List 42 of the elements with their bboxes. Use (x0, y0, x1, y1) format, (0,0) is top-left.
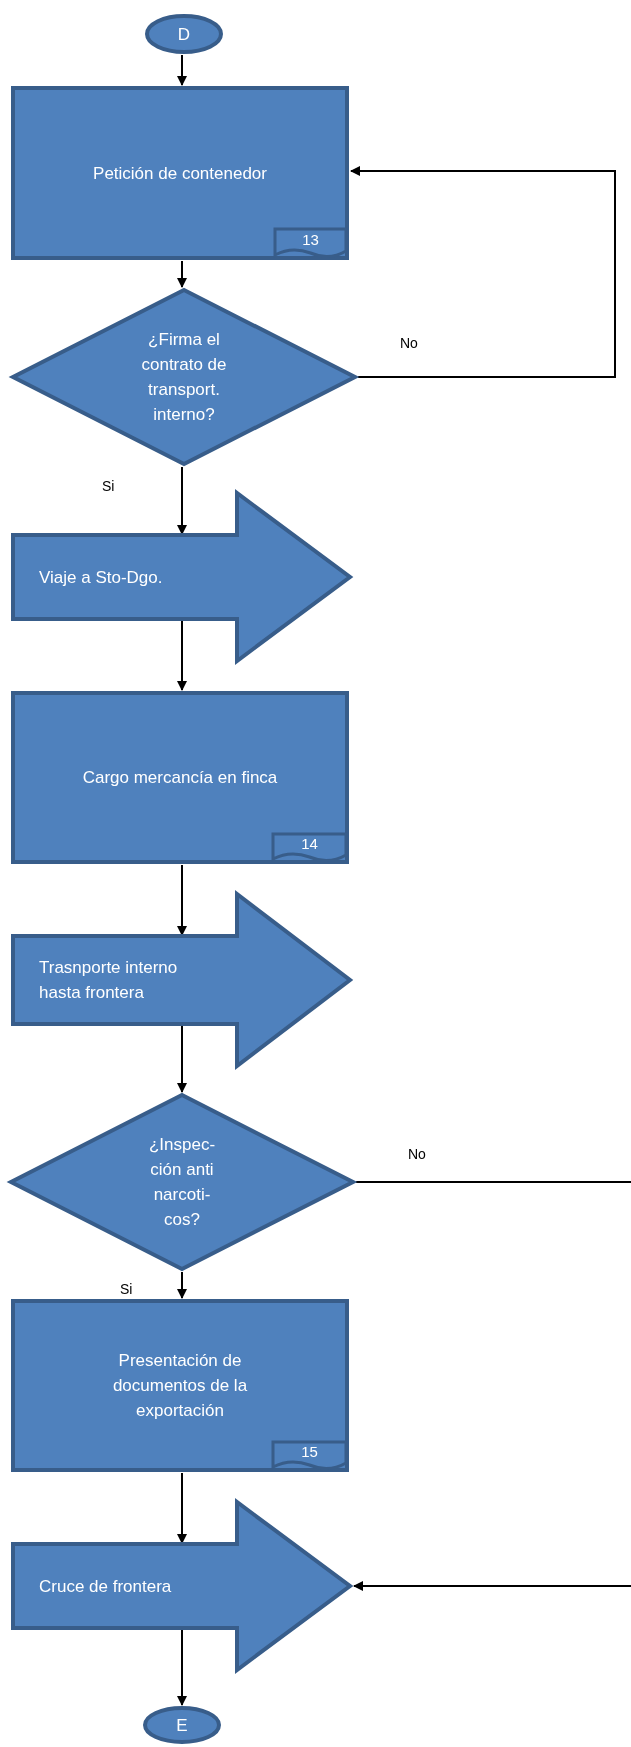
page-reference-tab (273, 227, 348, 259)
edge-label: No (406, 1146, 428, 1162)
arrow (177, 1628, 187, 1706)
shape-label: Presentación de documentos de la exportación (111, 1350, 249, 1422)
arrow (177, 1472, 187, 1544)
arrow (177, 54, 187, 86)
shape-label: Cargo mercancía en finca (82, 767, 278, 789)
arrow (177, 619, 187, 691)
arrow (177, 1024, 187, 1093)
connector-letter: D (177, 23, 191, 46)
arrow (350, 166, 616, 378)
arrow (177, 864, 187, 936)
process-box (11, 691, 349, 864)
decision-diamond (11, 288, 357, 466)
arrow (353, 1581, 631, 1591)
process-box (11, 1299, 349, 1472)
edge-label: No (398, 335, 420, 351)
connector-circle (145, 14, 223, 54)
page-reference-tab (271, 832, 348, 863)
block-arrow-shape (11, 1500, 352, 1672)
shape-label: ¿Inspec- ción anti narcoti- cos? (147, 1134, 217, 1231)
page-number: 13 (302, 229, 319, 250)
arrow (177, 260, 187, 288)
page-number: 14 (301, 834, 318, 854)
block-arrow-shape (11, 491, 352, 663)
arrow (177, 1271, 187, 1299)
shape-label: Petición de contenedor (93, 162, 267, 185)
connector-letter: E (176, 1714, 188, 1737)
shape-label: Viaje a Sto-Dgo. (39, 566, 163, 589)
page-reference-tab (271, 1440, 348, 1471)
shape-label: Trasnporte interno hasta frontera (39, 957, 179, 1004)
edge-label: Si (118, 1281, 135, 1297)
connector-circle (143, 1706, 221, 1744)
connector-line (355, 1181, 631, 1183)
block-arrow-shape (11, 892, 352, 1068)
edge-label: Si (100, 478, 117, 494)
decision-diamond (9, 1093, 355, 1271)
process-box (11, 86, 349, 260)
shape-label: ¿Firma el contrato de transport. interno? (140, 329, 228, 426)
page-number: 15 (301, 1442, 318, 1462)
arrow (177, 466, 187, 535)
shape-label: Cruce de frontera (39, 1575, 172, 1598)
